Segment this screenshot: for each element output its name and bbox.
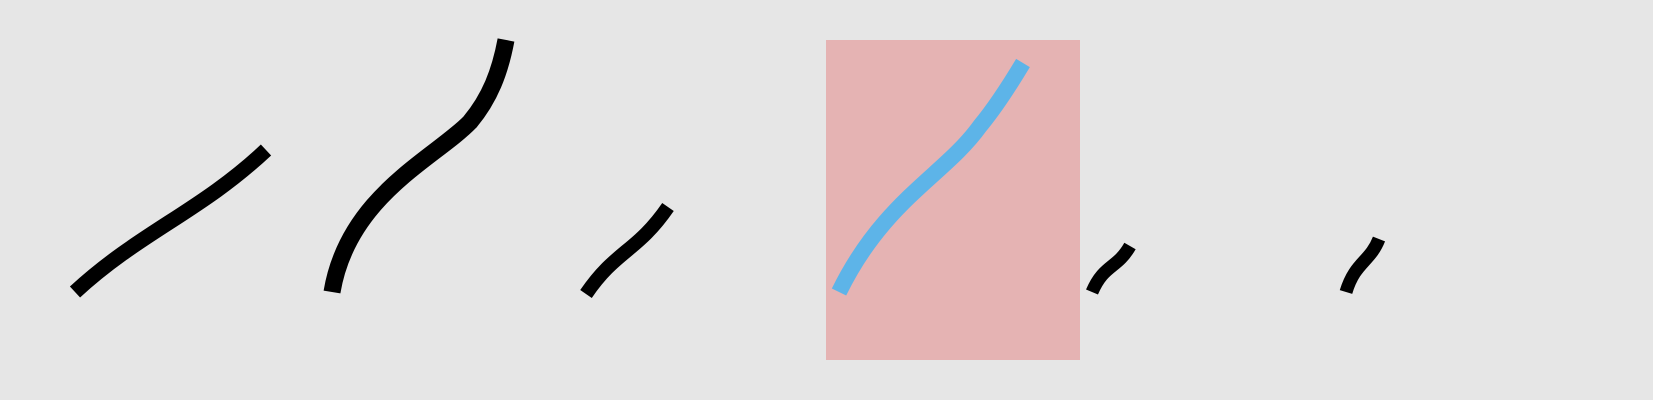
stroke-1 (69, 144, 272, 298)
stroke-4 (831, 58, 1030, 296)
stroke-2 (323, 38, 515, 294)
stroke-3 (580, 202, 674, 298)
highlight-box (826, 40, 1080, 360)
stroke-6 (1339, 236, 1386, 295)
stroke-5 (1086, 242, 1136, 295)
